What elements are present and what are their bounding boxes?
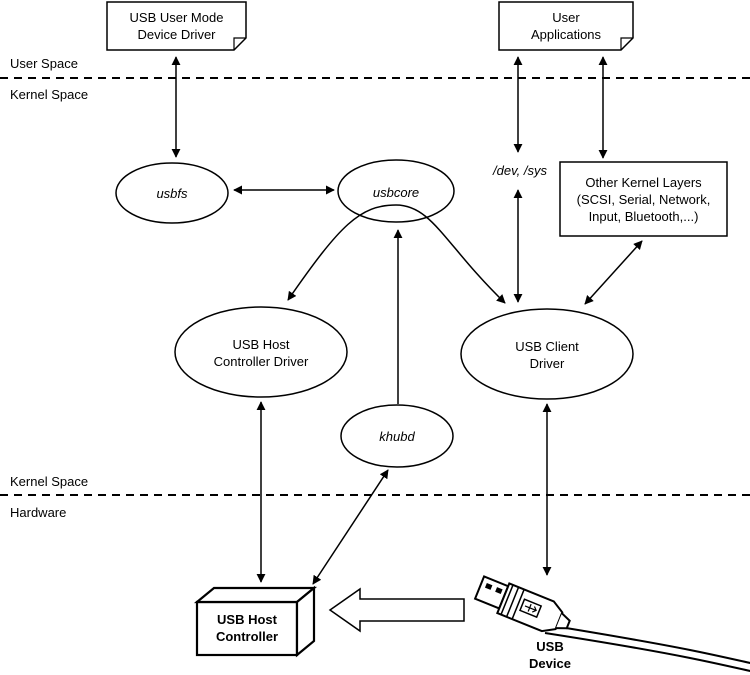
- arrow-other-layers-to-client-driver: [584, 240, 643, 305]
- usb-host-controller-line1: USB Host: [217, 612, 277, 627]
- user-applications-label: User Applications: [499, 9, 633, 43]
- usb-device-label: USB Device: [505, 638, 595, 672]
- usbcore-label: usbcore: [372, 185, 420, 200]
- arrow-usbcore-to-host-driver: [287, 204, 397, 301]
- other-kernel-layers-line3: Input, Bluetooth,...): [588, 209, 699, 224]
- usb-host-controller-box: [193, 585, 318, 658]
- usb-user-mode-driver-line2: Device Driver: [137, 27, 216, 42]
- user-space-label: User Space: [10, 56, 78, 71]
- other-kernel-layers-label: Other Kernel Layers (SCSI, Serial, Netwo…: [560, 174, 727, 225]
- usb-client-driver-label: USB Client Driver: [461, 338, 633, 372]
- usb-device-plug: [473, 575, 750, 672]
- usb-device-line2: Device: [529, 656, 571, 671]
- usb-host-controller-driver-label: USB Host Controller Driver: [175, 336, 347, 370]
- usb-host-controller-driver-line1: USB Host: [232, 337, 290, 352]
- usb-client-driver-line2: Driver: [529, 356, 565, 371]
- user-applications-line1: User: [552, 10, 580, 25]
- user-applications-box: [498, 1, 634, 51]
- usbcore-ellipse: [337, 159, 455, 223]
- usb-host-controller-label: USB Host Controller: [197, 611, 297, 645]
- usb-device-line1: USB: [536, 639, 564, 654]
- khubd-label: khubd: [379, 429, 415, 444]
- usb-host-controller-line2: Controller: [215, 629, 279, 644]
- usb-user-mode-driver-box: [106, 1, 247, 51]
- user-applications-line2: Applications: [530, 27, 602, 42]
- data-flow-arrow: [328, 587, 465, 633]
- usb-user-mode-driver-label: USB User Mode Device Driver: [107, 9, 246, 43]
- kernel-space-label-bottom: Kernel Space: [10, 474, 89, 489]
- usb-client-driver-line1: USB Client: [515, 339, 579, 354]
- usbfs-label: usbfs: [156, 186, 188, 201]
- usb-user-mode-driver-line1: USB User Mode: [129, 10, 224, 25]
- dev-sys-label: /dev, /sys: [492, 163, 548, 178]
- other-kernel-layers-line1: Other Kernel Layers: [585, 175, 702, 190]
- usbfs-ellipse: [115, 162, 229, 224]
- arrow-usbcore-to-client-driver: [395, 204, 506, 304]
- arrow-controller-to-khubd: [312, 469, 389, 585]
- khubd-ellipse: [340, 404, 454, 468]
- other-kernel-layers-box: [559, 161, 728, 237]
- usb-client-driver-ellipse: [460, 308, 634, 400]
- other-kernel-layers-line2: (SCSI, Serial, Network,: [576, 192, 711, 207]
- usb-host-controller-driver-line2: Controller Driver: [213, 354, 309, 369]
- usb-host-controller-driver-ellipse: [174, 306, 348, 398]
- kernel-space-label-top: Kernel Space: [10, 87, 89, 102]
- hardware-label: Hardware: [10, 505, 67, 520]
